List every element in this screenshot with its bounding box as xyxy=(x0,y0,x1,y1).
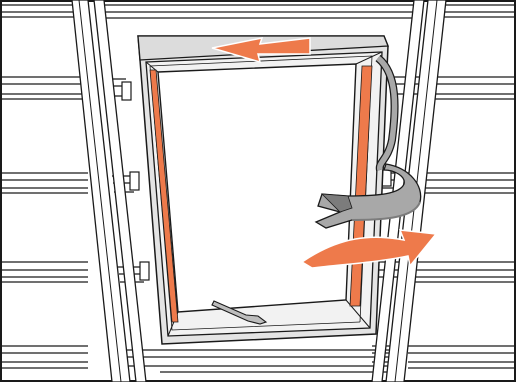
hinge-middle xyxy=(129,171,140,191)
hinge-brackets xyxy=(121,81,392,281)
battens-right xyxy=(408,4,516,369)
cable xyxy=(375,54,399,171)
arrow-swing-right-icon xyxy=(300,229,438,269)
roof-battens xyxy=(0,4,516,373)
hinge-top xyxy=(121,81,132,101)
battens-top xyxy=(136,4,420,19)
window-handle-icon xyxy=(211,300,268,325)
glass-opening xyxy=(157,63,357,313)
arrow-left-icon xyxy=(211,37,311,64)
battens-left xyxy=(0,4,88,369)
hinge-bottom xyxy=(139,261,150,281)
rafter-left xyxy=(71,0,131,382)
seal-left xyxy=(149,69,179,323)
battens-bottom xyxy=(160,349,400,373)
rafter-left-inner xyxy=(93,0,147,382)
pry-bar-icon xyxy=(314,163,422,229)
